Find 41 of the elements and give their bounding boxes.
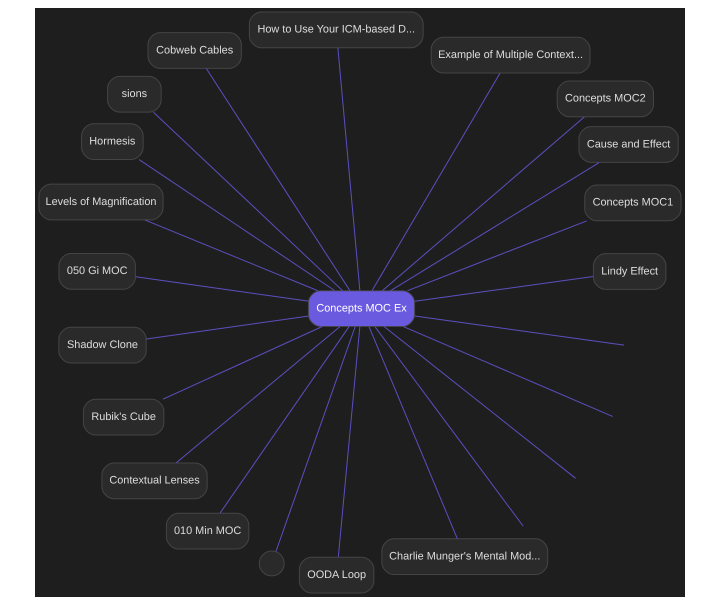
node-box: OODA Loop bbox=[298, 556, 374, 594]
node-box: 050 Gi MOC bbox=[58, 252, 136, 290]
node-box: Levels of Magnification bbox=[38, 184, 164, 220]
connector bbox=[135, 276, 309, 302]
connector bbox=[382, 116, 585, 292]
connector bbox=[152, 112, 344, 292]
node-circle bbox=[258, 550, 285, 576]
connector bbox=[407, 220, 588, 292]
connector bbox=[372, 72, 500, 291]
connector bbox=[275, 326, 356, 552]
node-box: Contextual Lenses bbox=[101, 462, 208, 500]
connector bbox=[368, 326, 458, 540]
node-box: Concepts MOC2 bbox=[556, 80, 654, 118]
connector bbox=[338, 326, 360, 558]
connector bbox=[138, 159, 335, 291]
connector bbox=[414, 316, 625, 346]
connector bbox=[220, 326, 350, 514]
connector bbox=[162, 326, 323, 400]
connector bbox=[402, 326, 614, 417]
connector bbox=[390, 162, 600, 292]
node-box: Shadow Clone bbox=[58, 326, 147, 364]
connector bbox=[374, 326, 524, 527]
node-box: Concepts MOC1 bbox=[584, 184, 682, 222]
node-box: Example of Multiple Context... bbox=[430, 36, 591, 74]
node-box: Hormesis bbox=[81, 123, 144, 160]
connector bbox=[206, 68, 350, 291]
connector bbox=[144, 220, 318, 292]
node-box: Cobweb Cables bbox=[148, 32, 242, 69]
connector bbox=[146, 316, 309, 340]
node-box: 010 Min MOC bbox=[166, 512, 250, 550]
connector bbox=[384, 326, 576, 479]
connector bbox=[176, 326, 340, 464]
connector bbox=[414, 276, 594, 302]
connector bbox=[337, 47, 360, 291]
node-box: sions bbox=[107, 76, 162, 113]
node-box: Lindy Effect bbox=[592, 253, 666, 290]
node-box: How to Use Your ICM-based D... bbox=[248, 11, 424, 48]
node-box: Charlie Munger's Mental Mod... bbox=[381, 538, 548, 576]
node-box: Rubik's Cube bbox=[82, 398, 164, 436]
node-box: Concepts MOC Ex bbox=[308, 290, 416, 327]
node-box: Cause and Effect bbox=[578, 126, 679, 163]
